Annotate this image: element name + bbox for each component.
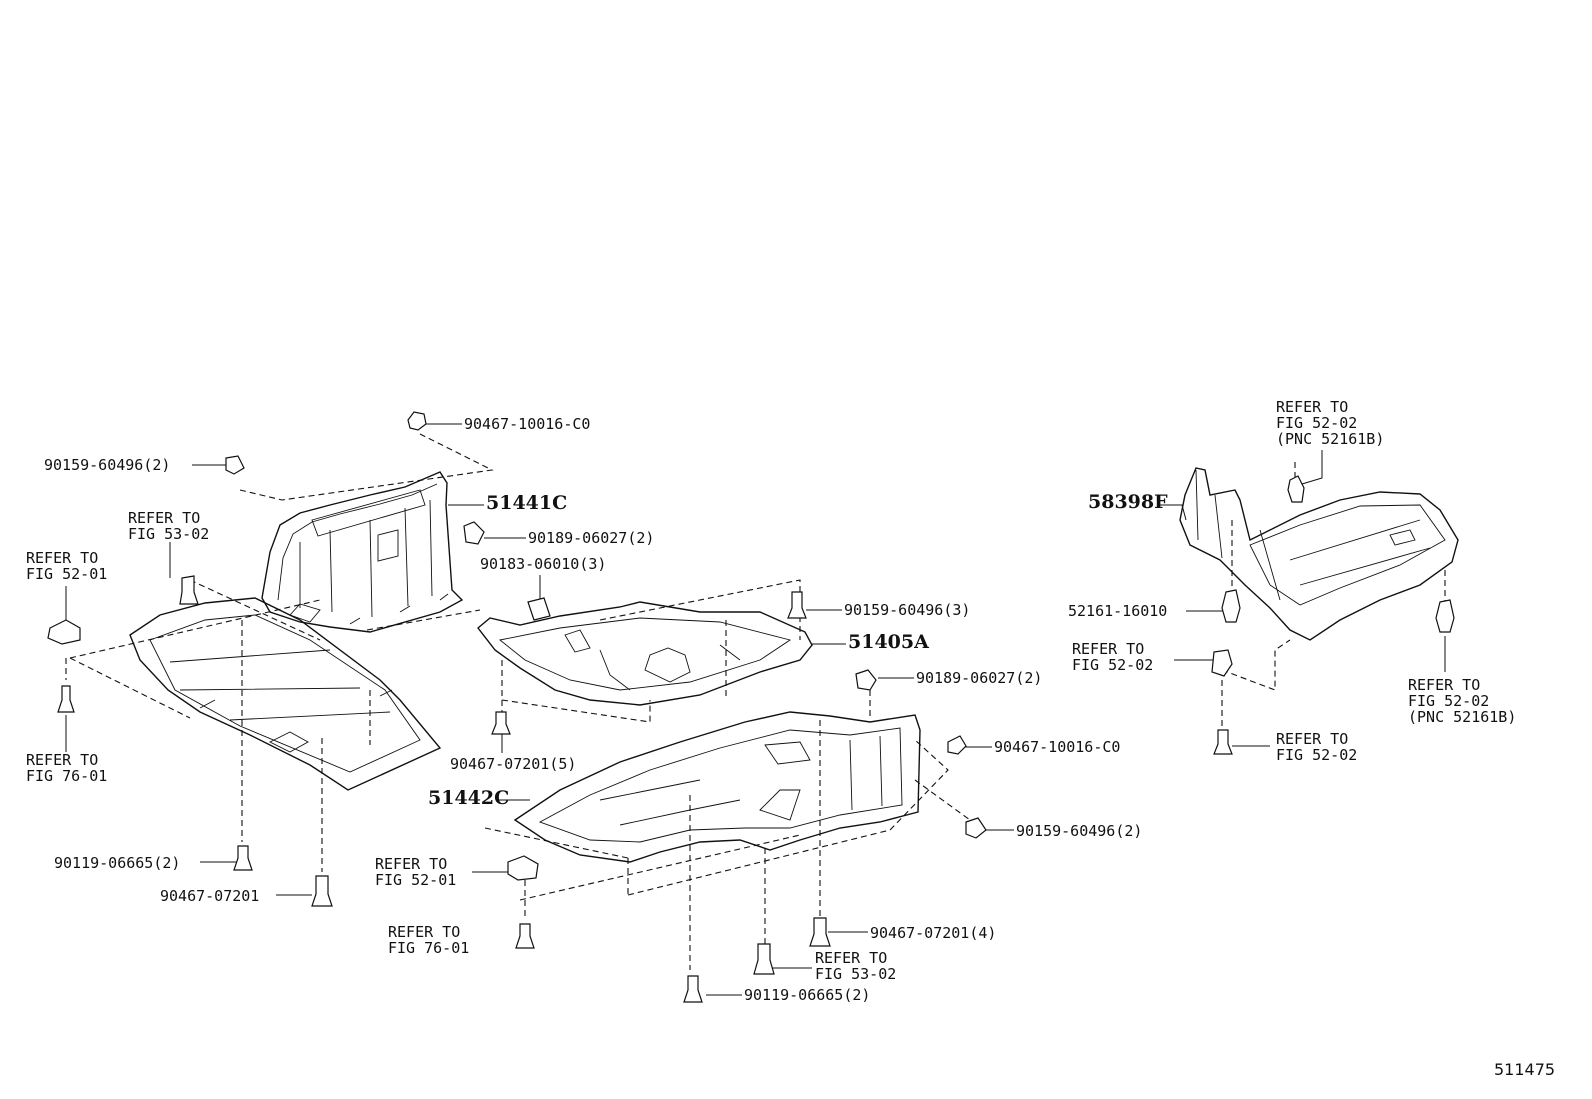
label-refer-fig-52-01-b[interactable]: REFER TO FIG 52-01 — [375, 855, 457, 889]
label-90467-10016-c0-mid[interactable]: 90467-10016-C0 — [994, 738, 1121, 756]
label-refer-fig-52-02-bottom[interactable]: REFER TO FIG 52-02 — [1276, 730, 1358, 764]
label-90467-10016-c0-top[interactable]: 90467-10016-C0 — [464, 415, 591, 433]
bolt-90159-60496-tl — [226, 456, 244, 474]
clip-pnc-52161b-top — [1288, 476, 1304, 502]
leader-lines — [66, 424, 1445, 995]
label-refer-fig-53-02-a[interactable]: REFER TO FIG 53-02 — [128, 509, 210, 543]
clip-refer-52-02-mid — [1212, 650, 1232, 676]
label-90183-06010-3[interactable]: 90183-06010(3) — [480, 555, 607, 573]
part-51441c-drawing — [262, 472, 462, 632]
clip-90467-10016-c0-top — [408, 412, 426, 430]
label-51441c[interactable]: 51441C — [486, 492, 568, 514]
label-refer-fig-53-02-b[interactable]: REFER TO FIG 53-02 — [815, 949, 897, 983]
label-90119-06665-2-left[interactable]: 90119-06665(2) — [54, 854, 181, 872]
label-90189-06027-2-b[interactable]: 90189-06027(2) — [916, 669, 1043, 687]
bolt-90467-07201-4 — [810, 918, 830, 946]
bolt-90159-60496-3 — [788, 592, 806, 618]
bolt-refer-76-01-a — [58, 686, 74, 712]
label-refer-fig-52-02-mid[interactable]: REFER TO FIG 52-02 — [1072, 640, 1154, 674]
part-51405a-drawing — [478, 602, 812, 705]
label-51405a[interactable]: 51405A — [848, 631, 929, 653]
label-refer-fig-52-01-a[interactable]: REFER TO FIG 52-01 — [26, 549, 108, 583]
label-refer-fig-52-02-pnc-top[interactable]: REFER TO FIG 52-02 (PNC 52161B) — [1276, 398, 1385, 448]
bolt-90119-06665-b — [684, 976, 702, 1002]
clip-refer-52-01-b — [508, 856, 538, 880]
label-90467-07201-5[interactable]: 90467-07201(5) — [450, 755, 577, 773]
label-52161-16010[interactable]: 52161-16010 — [1068, 602, 1168, 620]
bolt-refer-53-02-a — [180, 576, 198, 604]
clip-90183-06010 — [528, 598, 550, 620]
label-90189-06027-2-a[interactable]: 90189-06027(2) — [528, 529, 655, 547]
nut-90189-06027-a — [464, 522, 484, 544]
assembly-dashed-lines — [66, 434, 1445, 970]
bolt-90119-06665-l — [234, 846, 252, 870]
label-90159-60496-3[interactable]: 90159-60496(3) — [844, 601, 971, 619]
nut-90189-06027-b — [856, 670, 876, 690]
clip-refer-52-01-a — [48, 620, 80, 644]
label-refer-fig-76-01-a[interactable]: REFER TO FIG 76-01 — [26, 751, 108, 785]
label-90119-06665-2-bottom[interactable]: 90119-06665(2) — [744, 986, 871, 1004]
part-51442c-drawing — [515, 712, 920, 862]
part-58398f-drawing — [1180, 468, 1458, 640]
label-90467-07201-left[interactable]: 90467-07201 — [160, 887, 260, 905]
clip-52161-16010 — [1222, 590, 1240, 622]
label-refer-fig-52-02-pnc-right[interactable]: REFER TO FIG 52-02 (PNC 52161B) — [1408, 676, 1517, 726]
label-90159-60496-2-topleft[interactable]: 90159-60496(2) — [44, 456, 171, 474]
label-90467-07201-4[interactable]: 90467-07201(4) — [870, 924, 997, 942]
label-90159-60496-2-right[interactable]: 90159-60496(2) — [1016, 822, 1143, 840]
label-51442c[interactable]: 51442C — [428, 787, 510, 809]
bolt-90467-07201-5 — [492, 712, 510, 734]
label-58398f[interactable]: 58398F — [1088, 491, 1168, 513]
fasteners — [48, 412, 1454, 1002]
bolt-90467-07201-l — [312, 876, 332, 906]
bolt-refer-53-02-b — [754, 944, 774, 974]
bolt-refer-76-01-b — [516, 924, 534, 948]
bolt-90159-60496-r — [966, 818, 986, 838]
bolt-refer-52-02-bot — [1214, 730, 1232, 754]
clip-pnc-52161b-right — [1436, 600, 1454, 632]
clip-90467-10016-c0-mid — [948, 736, 966, 754]
left-under-cover-drawing — [130, 598, 440, 790]
diagram-id: 511475 — [1494, 1060, 1556, 1079]
label-refer-fig-76-01-b[interactable]: REFER TO FIG 76-01 — [388, 923, 470, 957]
